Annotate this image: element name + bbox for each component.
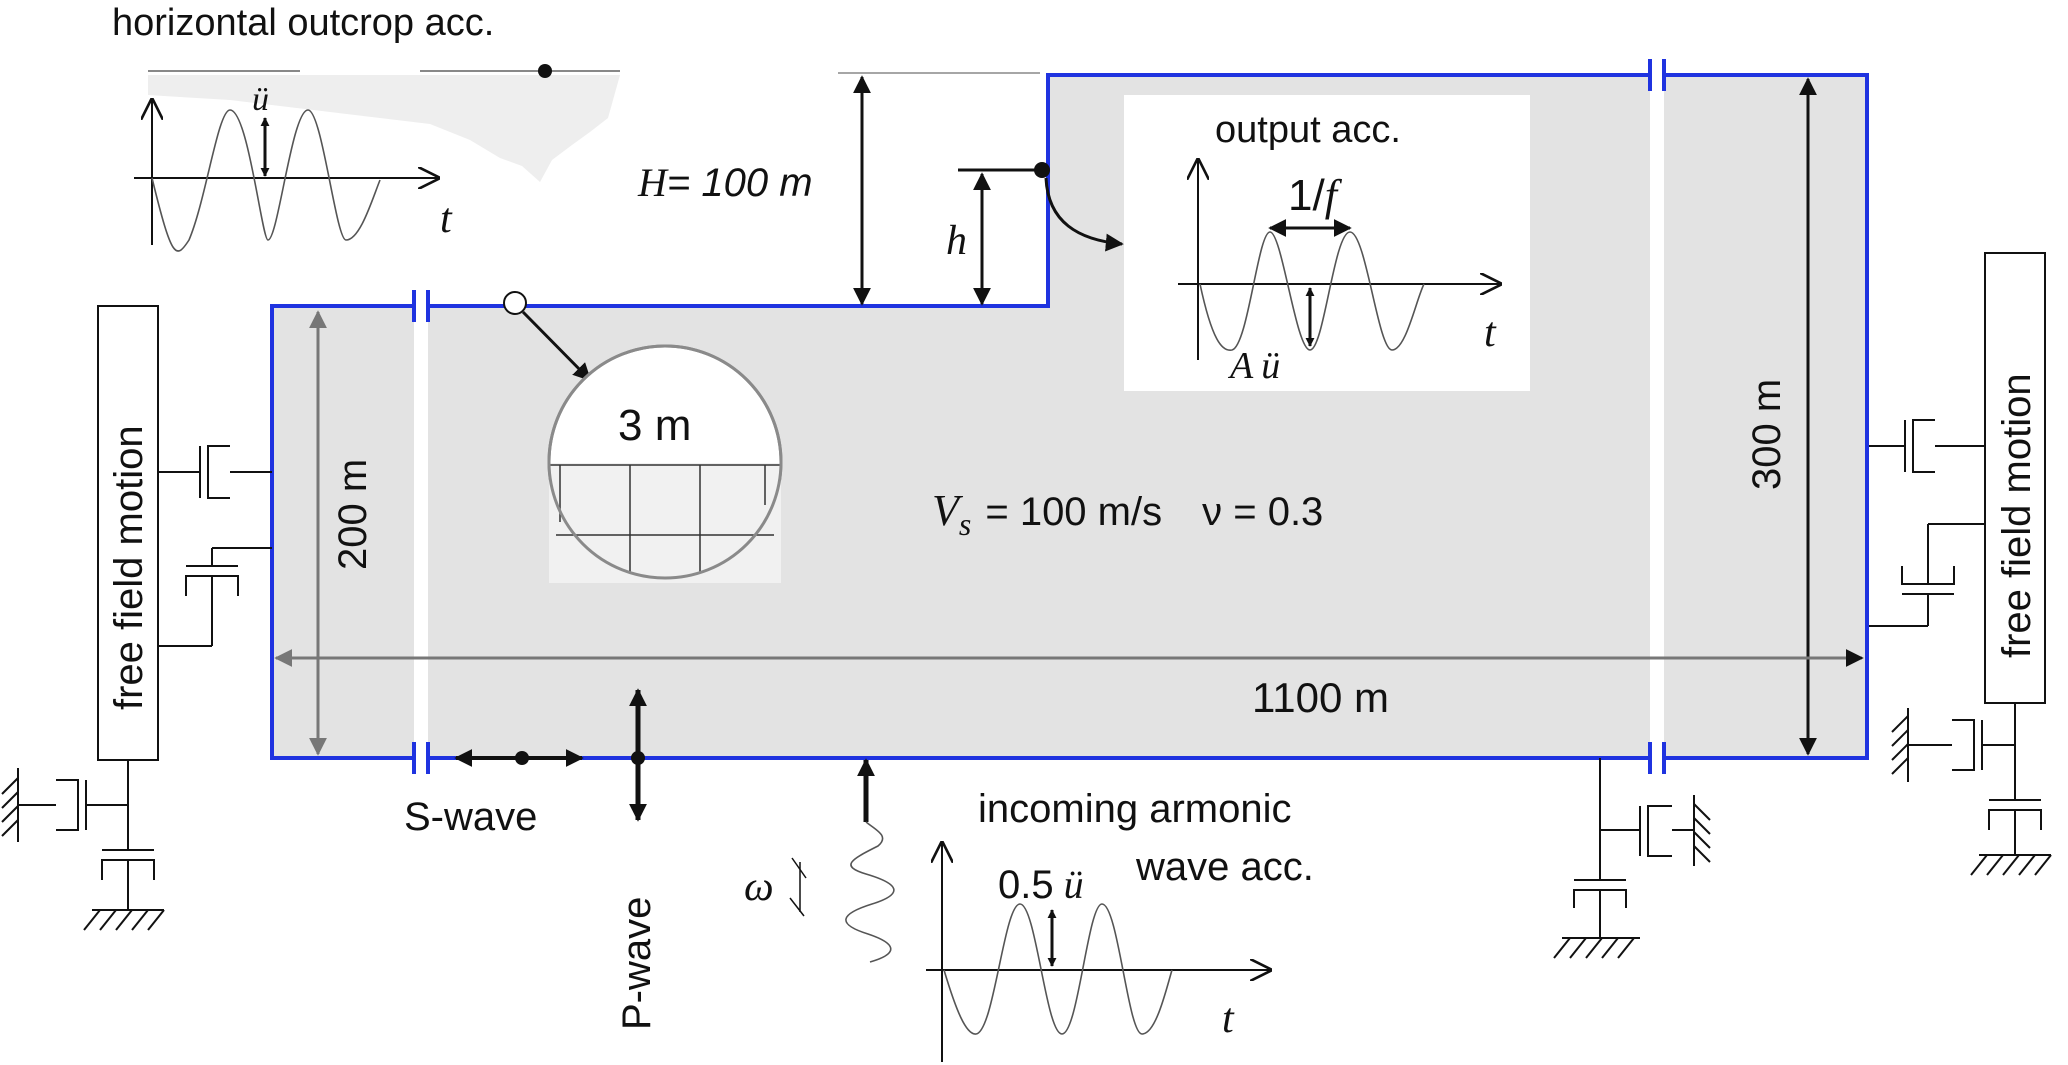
outcrop-point: [538, 64, 552, 78]
outcrop-amp-label: ü: [252, 81, 269, 118]
outcrop-title: horizontal outcrop acc.: [112, 2, 494, 44]
domain-dimensions: 200 m 300 m 1100 m: [274, 77, 1864, 756]
incoming-title-line1: incoming armonic: [978, 787, 1291, 831]
width-label: 1100 m: [1252, 674, 1389, 721]
base-dashpots-right: [1553, 758, 1711, 959]
incoming-t-label: t: [1222, 996, 1235, 1042]
omega-label: ω: [744, 864, 774, 910]
depth-left-label: 200 m: [331, 459, 375, 570]
output-t-label: t: [1484, 310, 1497, 356]
h-label: h: [946, 218, 967, 264]
free-field-right-label: free field motion: [1995, 373, 2039, 658]
output-title: output acc.: [1215, 109, 1401, 151]
incoming-wave-sketch: [845, 821, 895, 963]
free-field-left-label: free field motion: [107, 425, 151, 710]
soil-domain: [270, 73, 1869, 760]
free-field-right-box: [1984, 252, 2046, 704]
outcrop-t-label: t: [440, 196, 453, 242]
mesh-pointer-arrow: [521, 310, 592, 382]
H-label: H= 100 m: [637, 160, 813, 205]
mesh-size-label: 3 m: [618, 401, 691, 450]
outcrop-wave: [151, 109, 381, 252]
depth-right-label: 300 m: [1745, 379, 1789, 490]
incoming-title-line2: wave acc.: [1135, 845, 1314, 889]
period-label: 1/f: [1288, 171, 1343, 220]
outcrop-panel: horizontal outcrop acc. ü t: [112, 2, 620, 252]
output-wave: [1199, 231, 1425, 351]
wave-indicators: S-wave P-wave: [404, 688, 659, 1030]
output-panel-bg: [1124, 95, 1530, 391]
free-field-left: free field motion: [1, 305, 272, 931]
free-field-right: free field motion: [1869, 252, 2052, 876]
s-wave-label: S-wave: [404, 795, 537, 839]
height-dimensions: H= 100 m h: [637, 72, 1124, 306]
outcrop-shade: [148, 75, 620, 182]
p-wave-label: P-wave: [615, 897, 659, 1030]
mesh-pick-point: [503, 291, 527, 315]
output-point: [1034, 162, 1050, 178]
mesh-zoom: 3 m: [503, 291, 783, 583]
incoming-wave: [943, 903, 1173, 1035]
output-pointer-arrow: [1044, 177, 1124, 252]
boundary-split-markers: [412, 59, 1666, 774]
boundary-gaps: [414, 67, 1664, 766]
